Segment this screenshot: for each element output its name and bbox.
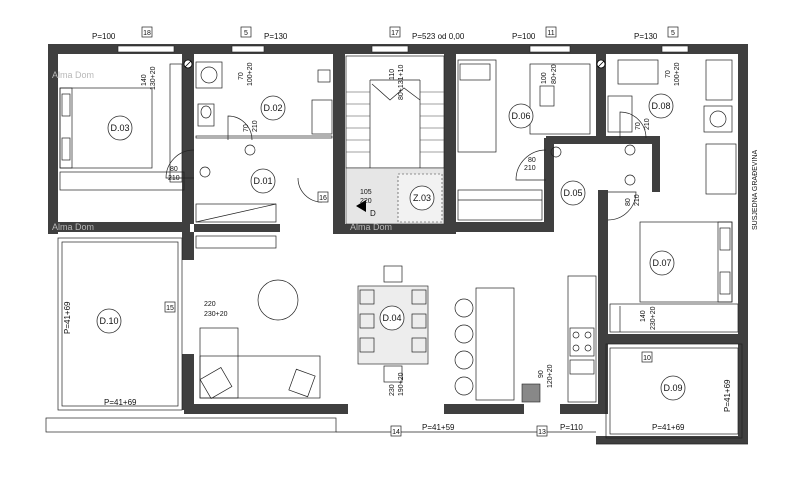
watermarks: Alma Dom Alma Dom Alma Dom [52, 70, 392, 232]
room-d10: D.10 [99, 316, 118, 326]
dim-d03-win: 140 [141, 74, 148, 86]
watermark-1: Alma Dom [52, 70, 94, 80]
sill-height-labels: P=100 P=130 P=523 od 0,00 P=100 P=130 P=… [63, 32, 732, 432]
light-fixtures [199, 144, 636, 186]
dim-living-1: 220 [204, 301, 216, 308]
dim-d02-w2: 100+20 [247, 62, 254, 86]
room-d08: D.08 [651, 101, 670, 111]
room-d04: D.04 [382, 313, 401, 323]
label-p523: P=523 od 0,00 [412, 32, 465, 41]
room-d01: D.01 [253, 176, 272, 186]
window-tag-17: 17 [391, 30, 399, 37]
dim-d07-win-2: 230+20 [650, 306, 657, 330]
label-p41-59: P=41+59 [422, 423, 455, 432]
dim-door-d03-2: 210 [168, 175, 180, 182]
stair-tag-16: 16 [319, 195, 327, 202]
room-z03: Z.03 [413, 193, 431, 203]
window-tag-13: 13 [538, 429, 546, 436]
dim-door-d03-1: 80 [170, 166, 178, 173]
watermark-3: Alma Dom [350, 222, 392, 232]
dim-door-d02-2: 210 [252, 120, 259, 132]
label-p41-69-d09: P=41+69 [652, 423, 685, 432]
label-p110: P=110 [560, 423, 583, 432]
dim-d02-w: 70 [238, 72, 245, 80]
dim-d06-w: 100 [541, 72, 548, 84]
dim-kit-win-2: 190+20 [398, 372, 405, 396]
dim-door-d08-1: 70 [635, 122, 642, 130]
label-p41-69-d09-right: P=41+69 [723, 379, 732, 412]
watermark-2: Alma Dom [52, 222, 94, 232]
window-tag-15: 15 [166, 305, 174, 312]
window-tag-5a: 5 [244, 30, 248, 37]
dim-entry-1: 105 [360, 189, 372, 196]
dim-door-d06-2: 210 [524, 165, 536, 172]
dim-kit-win-1: 230 [389, 384, 396, 396]
window-tag-11: 11 [547, 30, 554, 37]
furniture-d03 [59, 63, 185, 191]
terraces [45, 237, 748, 445]
dim-entry-2: 220 [360, 198, 372, 205]
dim-d07-win-1: 140 [640, 310, 647, 322]
dim-door-d07-1: 80 [625, 198, 632, 206]
label-p130a: P=130 [264, 32, 288, 41]
label-p100a: P=100 [92, 32, 116, 41]
label-p130b: P=130 [634, 32, 658, 41]
door-dimension-labels: 80 210 80 210 105 220 220 230+20 [168, 157, 536, 318]
furniture-d06 [457, 59, 591, 221]
window-tag-14: 14 [392, 429, 400, 436]
dim-d08-w: 70 [665, 70, 672, 78]
dim-stair-w: 110 [389, 69, 396, 80]
dim-d06-w2: 80+20 [551, 64, 558, 84]
doors [165, 111, 647, 332]
dim-door-d06-1: 80 [528, 157, 536, 164]
room-d06: D.06 [511, 111, 530, 121]
room-bubbles: D.03 D.02 D.01 Z.03 D.06 D.08 D.05 D.07 … [96, 93, 686, 401]
window-tag-18: 18 [143, 30, 151, 37]
label-p100b: P=100 [512, 32, 536, 41]
dim-door-d07-2: 210 [634, 194, 641, 206]
window-tag-5b: 5 [671, 30, 675, 37]
room-d09: D.09 [663, 383, 682, 393]
room-d03: D.03 [110, 123, 129, 133]
dim-d03-win2: 130+20 [150, 66, 157, 90]
label-p41-69-d10: P=41+69 [104, 398, 137, 407]
label-p41-69-left: P=41+69 [63, 301, 72, 334]
furniture-d02 [195, 61, 333, 139]
dim-kit-win2-2: 120+20 [547, 364, 554, 388]
neighbour-building-label: SUSJEDNA GRAĐEVINA [752, 150, 759, 230]
dim-kit-win2-1: 90 [538, 370, 545, 378]
dim-door-d02-1: 70 [243, 124, 250, 132]
top-windows [117, 45, 689, 53]
furniture-d01 [195, 203, 277, 249]
dim-d08-w2: 100+20 [674, 62, 681, 86]
furniture-d08 [607, 59, 737, 195]
dim-living-2: 230+20 [204, 311, 228, 318]
furniture-d07 [609, 221, 739, 333]
room-d05: D.05 [563, 188, 582, 198]
entrance-marker: D [356, 200, 376, 218]
room-d02: D.02 [263, 103, 282, 113]
window-tag-10: 10 [643, 355, 651, 362]
dim-stair-w2: 80+131+10 [398, 64, 405, 100]
entrance-label: D [370, 209, 376, 218]
wall-markers [183, 59, 606, 69]
window-tags: 18 5 17 11 5 16 15 10 14 13 [141, 26, 679, 437]
dimension-labels: 140 130+20 70 100+20 110 80+131+10 100 8… [141, 62, 681, 396]
room-d07: D.07 [652, 258, 671, 268]
dim-door-d08-2: 210 [644, 118, 651, 130]
